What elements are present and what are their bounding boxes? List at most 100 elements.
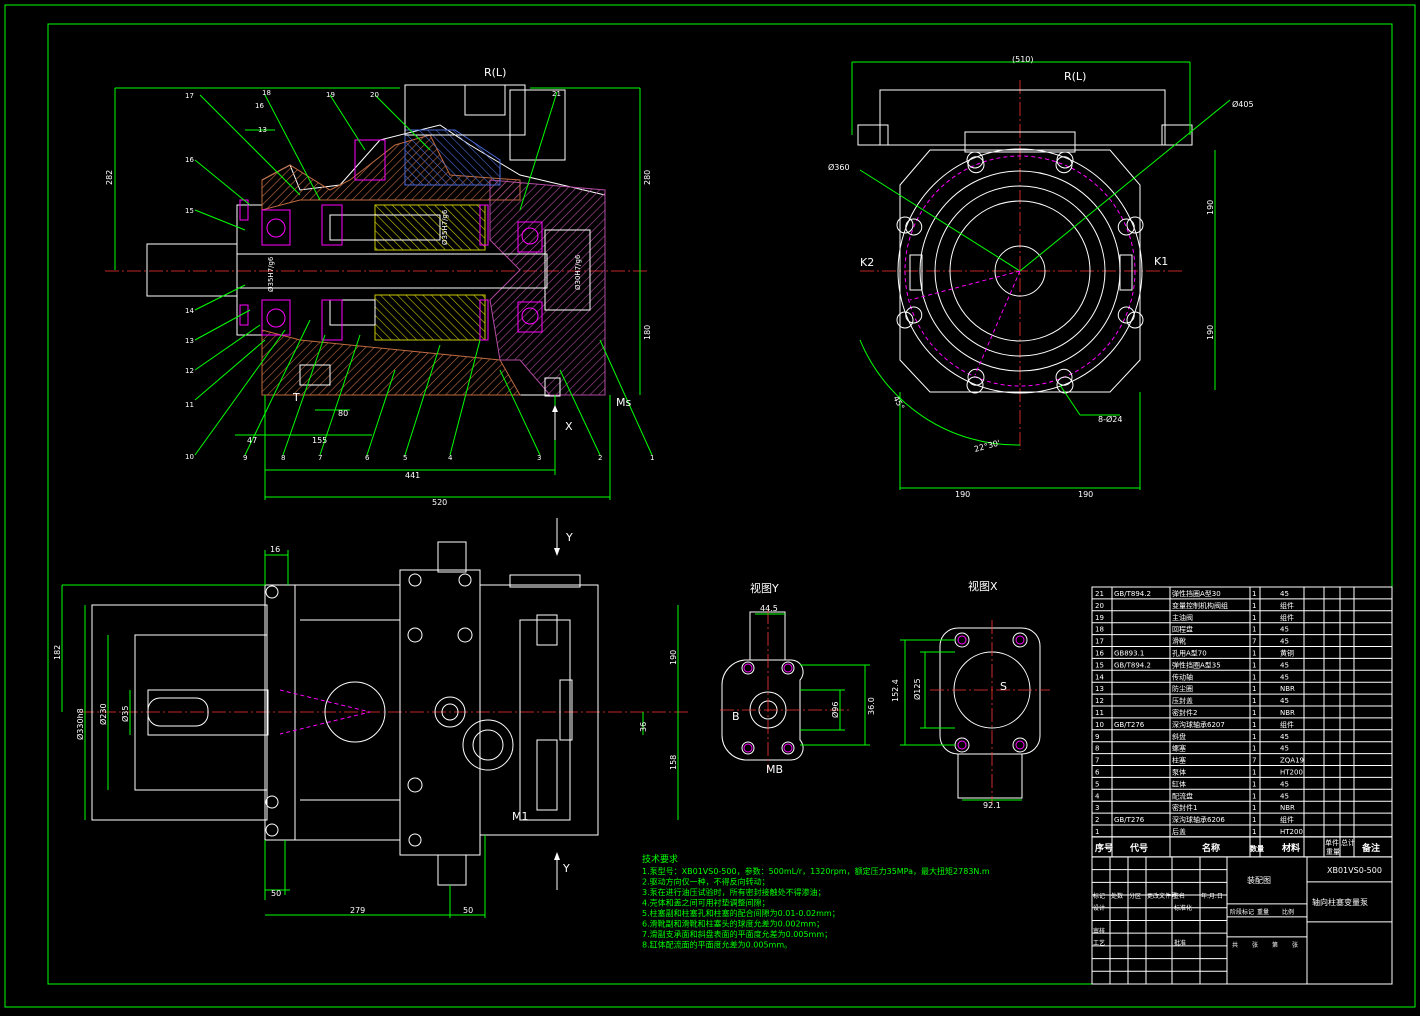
port-ms-label: Ms (616, 396, 631, 409)
dim-230: Ø230 (98, 703, 108, 725)
bolt-hole (1126, 311, 1144, 329)
callout-top-17: 17 (185, 92, 194, 100)
header-total: 总计 (1341, 838, 1355, 847)
callout-left-10: 10 (185, 453, 194, 461)
row-label: 签名 (1173, 892, 1185, 900)
parts-cell: 1 (1252, 733, 1256, 741)
dim-36-side: 36 (639, 722, 648, 732)
parts-cell: GB893.1 (1114, 650, 1144, 658)
callout-bottom-1: 1 (650, 454, 654, 462)
note-line: 6.滑靴副和滑靴和柱塞头的球度允差为0.002mm； (642, 919, 824, 929)
dim-158: 158 (669, 755, 678, 770)
parts-cell: 密封件1 (1172, 803, 1197, 812)
header-name: 名称 (1202, 842, 1220, 854)
parts-cell: 1 (1095, 828, 1099, 836)
parts-cell: 45 (1280, 590, 1289, 598)
header-unit: 单件 (1325, 838, 1339, 847)
title-block: 装配图XB01VS0-500轴向柱塞变量泵标记处数分区更改文件号签名年.月.日设… (1091, 856, 1393, 985)
parts-cell: 7 (1095, 757, 1099, 765)
sheet-label: 张 (1252, 941, 1258, 949)
parts-cell: 组件 (1280, 601, 1294, 610)
bolt-hole (1126, 216, 1144, 234)
note-line: 4.壳体和盖之间可用衬垫调整间隙； (642, 898, 770, 908)
bolt-hole (967, 368, 985, 386)
parts-cell: GB/T276 (1114, 816, 1145, 824)
drawing-title: 装配图 (1247, 875, 1271, 885)
parts-cell: 1 (1252, 816, 1256, 824)
dim-96: Ø96 (830, 702, 840, 718)
parts-cell: 防尘圈 (1172, 684, 1193, 693)
parts-cell: 15 (1095, 661, 1104, 669)
parts-cell: 45 (1280, 626, 1289, 634)
parts-cell: 1 (1252, 650, 1256, 658)
parts-cell: 45 (1280, 661, 1289, 669)
parts-cell: 回程盘 (1172, 625, 1193, 634)
row-label: 年.月.日 (1201, 892, 1223, 900)
callout-left-14: 14 (185, 307, 194, 315)
row-label: 分区 (1129, 892, 1141, 900)
note-line: 7.滑副支承面和斜盘表面的平面度允差为0.005mm； (642, 929, 832, 939)
parts-cell: 21 (1095, 590, 1104, 598)
section-view: R(L) 282 280 180 47 155 80 441 520 Ø35H7… (105, 66, 654, 507)
parts-cell: 13 (1095, 685, 1104, 693)
callout-bottom-6: 6 (365, 454, 370, 462)
y-bottom-label: Y (562, 862, 570, 875)
bolt-hole (1117, 306, 1135, 324)
dim-182: 182 (53, 645, 62, 660)
review-label: 审核 (1093, 927, 1105, 935)
note-line: 3.泵在进行油压试验时，所有密封接触处不得渗油； (642, 887, 826, 897)
callout-bottom-2: 2 (598, 454, 602, 462)
product-name: 轴向柱塞变量泵 (1312, 897, 1368, 907)
callout-left-13: 13 (185, 337, 194, 345)
parts-cell: 配流盘 (1172, 791, 1193, 800)
parts-cell: GB/T894.2 (1114, 661, 1151, 669)
dim-holes: 8-Ø24 (1098, 414, 1122, 424)
note-line: 5.柱塞副和柱塞孔和柱塞的配合间隙为0.01-0.02mm； (642, 908, 840, 918)
dim-50b: 50 (463, 906, 473, 915)
callout-bottom-7: 7 (318, 454, 322, 462)
dim-282: 282 (105, 170, 114, 185)
parts-cell: 11 (1095, 709, 1104, 717)
parts-cell: 1 (1252, 769, 1256, 777)
dim-1524: 152.4 (891, 679, 900, 702)
parts-cell: 20 (1095, 602, 1104, 610)
bolt-hole (1055, 368, 1073, 386)
port-b-label: B (732, 710, 740, 723)
parts-cell: 10 (1095, 721, 1104, 729)
dim-520: 520 (432, 498, 447, 507)
header-code: 代号 (1129, 842, 1148, 854)
parts-cell: 7 (1252, 757, 1256, 765)
note-line: 8.缸体配流面的平面度允差为0.005mm。 (642, 940, 792, 950)
callout-left-16: 16 (185, 156, 194, 164)
row-label: 标记 (1093, 892, 1105, 900)
dim-510: (510) (1012, 55, 1034, 64)
parts-cell: 8 (1095, 745, 1099, 753)
dim-921: 92.1 (983, 801, 1001, 810)
dim-45: 45° (891, 395, 906, 412)
parts-cell: 弹性挡圈A型35 (1172, 660, 1221, 669)
port-t-label: T (292, 391, 300, 404)
bolt-hole (1056, 151, 1074, 169)
row-label: 更改文件号 (1147, 892, 1177, 900)
callout-left-15: 15 (185, 207, 194, 215)
parts-cell: 1 (1252, 661, 1256, 669)
parts-cell: ZQA19 (1280, 757, 1304, 765)
callout-bottom-9: 9 (243, 454, 247, 462)
dim-180: 180 (643, 325, 652, 340)
dim-190-left: 190 (955, 490, 970, 499)
parts-cell: 45 (1280, 733, 1289, 741)
header-no: 序号 (1095, 842, 1113, 854)
bolt-hole (905, 306, 923, 324)
end-view: R(L) (510) Ø405 Ø360 K2 K1 190 190 190 1… (828, 55, 1254, 499)
callout-top-21: 21 (552, 90, 561, 98)
k1-label: K1 (1154, 255, 1168, 268)
parts-cell: 1 (1252, 697, 1256, 705)
stage-label: 比例 (1282, 908, 1294, 916)
note-line: 1.泵型号：XB01VS0-500，参数：500mL/r，1320rpm，额定压… (642, 866, 990, 876)
callout-left-11: 11 (185, 401, 194, 409)
parts-cell: 1 (1252, 721, 1256, 729)
bolt-hole (896, 311, 914, 329)
dim-445: 44.5 (760, 604, 778, 613)
